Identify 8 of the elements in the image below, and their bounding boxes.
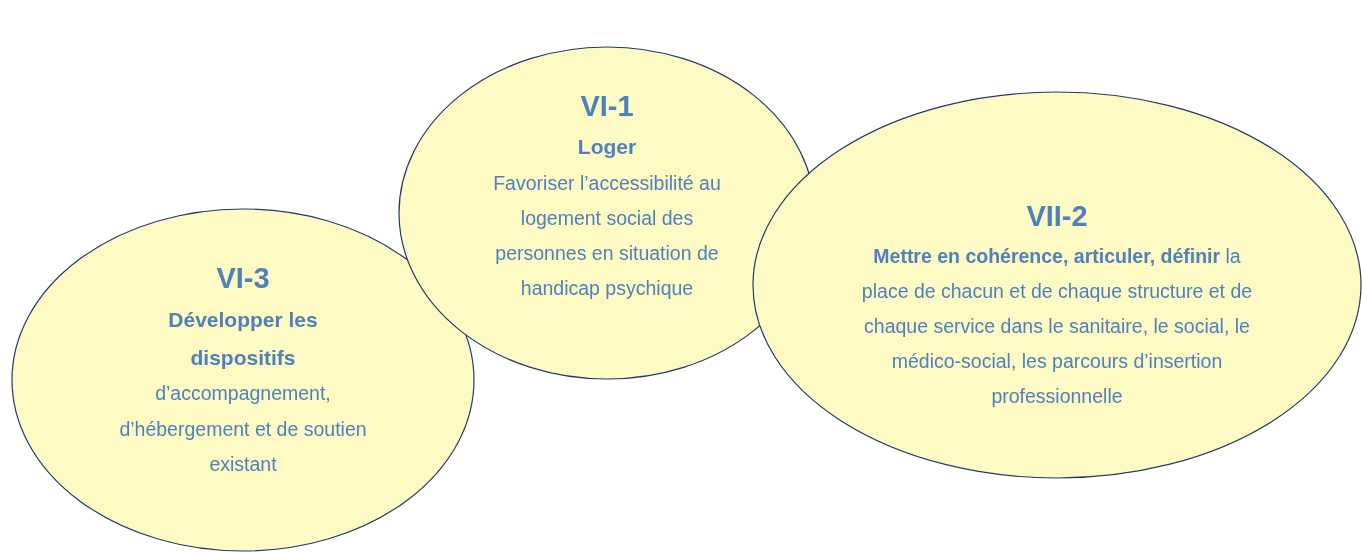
node-heading: VI-3 [216,261,270,297]
node-description: d’accompagnement, d’hébergement et de soutien existant [118,381,368,477]
node-subtitle: Loger [577,134,637,161]
node-description: Mettre en cohérence, articuler, définir la place de chacun et de chaque structure et de chaque service dans le sanitaire, le social, le médico-social, les parcours d’insertion professionnelle [860,243,1254,409]
node-description: Favoriser l’accessibilité au logement social des personnes en situation de handicap psychique [492,171,722,302]
node-heading: VII-2 [1026,198,1088,234]
node-subtitle: Développer les dispositifs [167,306,319,371]
node-heading: VI-1 [580,88,634,124]
